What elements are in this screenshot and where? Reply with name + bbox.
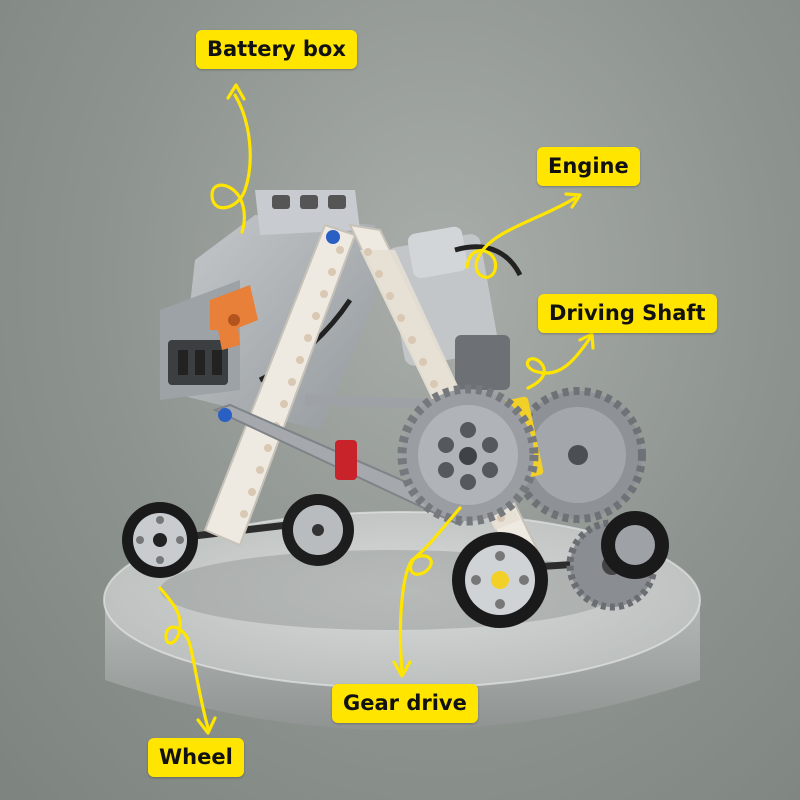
shadow bbox=[160, 550, 620, 630]
arrow-engine bbox=[465, 196, 577, 279]
arrow-battery bbox=[210, 93, 252, 234]
engine-label: Engine bbox=[537, 147, 640, 186]
blue-pin-top bbox=[326, 230, 340, 244]
arrow-gear bbox=[398, 506, 462, 674]
front-gear bbox=[397, 384, 539, 526]
annotation-arrows bbox=[158, 83, 595, 735]
arrow-shaft bbox=[525, 336, 592, 390]
front-wheel bbox=[452, 532, 548, 628]
rear-gear bbox=[510, 387, 646, 523]
rear-right-wheel bbox=[282, 494, 354, 566]
right-wheel bbox=[601, 511, 669, 579]
arrow-wheel bbox=[158, 586, 210, 730]
gear-drive-label: Gear drive bbox=[332, 684, 478, 723]
left-wheel bbox=[122, 502, 198, 578]
battery-box-label: Battery box bbox=[196, 30, 357, 69]
wheel-label: Wheel bbox=[148, 738, 244, 777]
grey-cross-beam bbox=[212, 230, 472, 527]
driving-shaft-label: Driving Shaft bbox=[538, 294, 717, 333]
blue-pin bbox=[218, 408, 232, 422]
red-connector bbox=[335, 440, 357, 480]
